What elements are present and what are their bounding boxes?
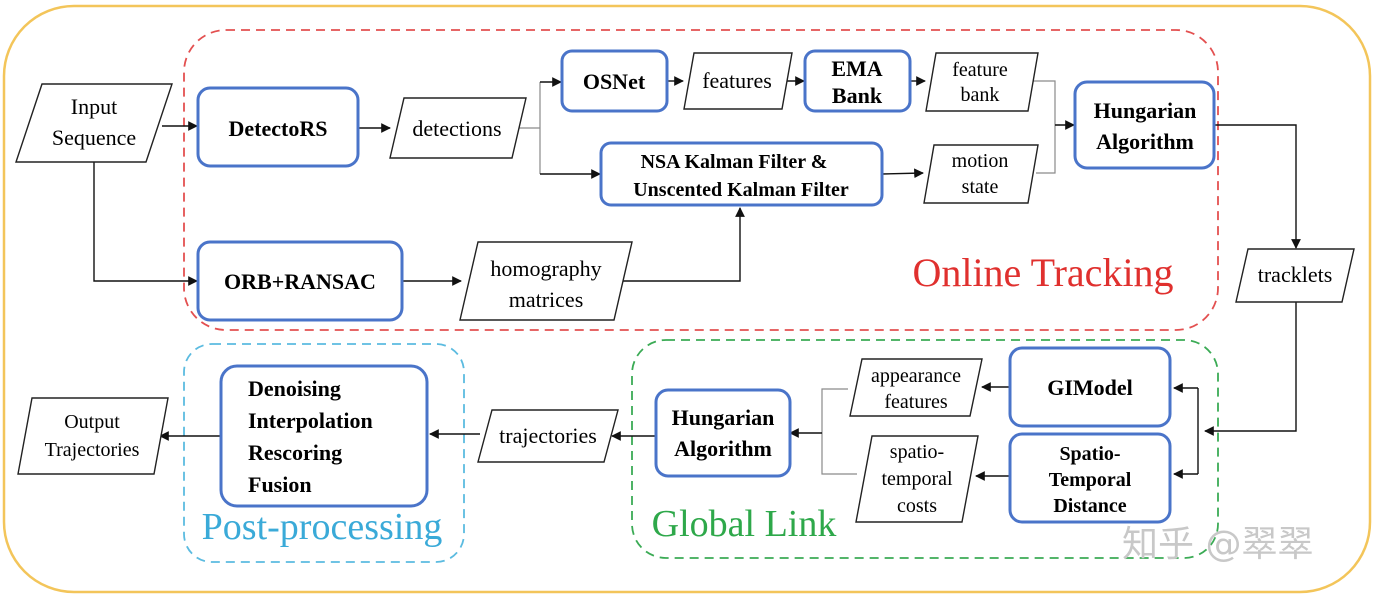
hungarian-online-node bbox=[1073, 80, 1216, 170]
global-link-title: Global Link bbox=[652, 503, 837, 545]
homography-label-1: homography bbox=[490, 256, 601, 281]
features-label: features bbox=[702, 68, 772, 93]
edge-homography-kalman bbox=[612, 207, 745, 282]
post-processing-title: Post-processing bbox=[202, 506, 443, 548]
detections-node bbox=[389, 97, 527, 159]
osnet-node bbox=[560, 49, 669, 113]
outer-frame bbox=[2, 4, 1372, 594]
hungarian-online-label-1: Hungarian bbox=[1094, 98, 1197, 123]
hungarian-online-label-2: Algorithm bbox=[1096, 129, 1194, 154]
spatio-temporal-distance-node bbox=[1008, 432, 1172, 524]
hungarian-global-label-1: Hungarian bbox=[672, 405, 775, 430]
ema-bank-node bbox=[803, 49, 912, 113]
edge-global-merge bbox=[821, 388, 857, 475]
post-processing-node bbox=[219, 364, 429, 508]
input-sequence-node bbox=[15, 83, 173, 163]
appearance-features-label-2: features bbox=[884, 391, 948, 413]
std-label-1: Spatio- bbox=[1059, 443, 1120, 465]
kalman-filter-node bbox=[599, 141, 884, 207]
postproc-label-2: Interpolation bbox=[248, 408, 373, 433]
motion-state-label-2: state bbox=[962, 176, 999, 198]
hungarian-global-node bbox=[654, 388, 792, 478]
appearance-features-node bbox=[849, 358, 983, 417]
input-sequence-label-1: Input bbox=[71, 94, 117, 119]
features-node bbox=[683, 52, 793, 110]
costs-label-2: temporal bbox=[881, 468, 953, 490]
homography-label-2: matrices bbox=[509, 287, 584, 312]
detections-label: detections bbox=[412, 116, 501, 141]
gimodel-label: GIModel bbox=[1047, 375, 1133, 400]
edge-tracklets-down bbox=[1204, 302, 1297, 436]
online-tracking-title: Online Tracking bbox=[912, 250, 1173, 295]
output-trajectories-node bbox=[17, 397, 169, 475]
post-processing-region bbox=[183, 343, 465, 563]
orb-ransac-node bbox=[196, 240, 404, 322]
feature-bank-node bbox=[925, 52, 1039, 112]
hungarian-global-label-2: Algorithm bbox=[674, 436, 772, 461]
postproc-label-3: Rescoring bbox=[248, 440, 342, 465]
osnet-label: OSNet bbox=[583, 69, 646, 94]
global-link-region bbox=[631, 339, 1219, 559]
watermark: 知乎 @翠翠 bbox=[1122, 524, 1313, 565]
input-sequence-label-2: Sequence bbox=[52, 125, 136, 150]
costs-label-3: costs bbox=[897, 495, 937, 517]
feature-bank-label-2: bank bbox=[961, 84, 1000, 106]
trajectories-node bbox=[477, 409, 619, 463]
std-label-2: Temporal bbox=[1049, 469, 1132, 491]
orb-ransac-label: ORB+RANSAC bbox=[224, 269, 376, 294]
kalman-filter-label-1: NSA Kalman Filter & bbox=[641, 151, 828, 173]
trajectories-label: trajectories bbox=[499, 423, 597, 448]
std-label-3: Distance bbox=[1053, 495, 1126, 517]
homography-node bbox=[459, 241, 633, 321]
costs-label-1: spatio- bbox=[890, 441, 944, 463]
motion-state-label-1: motion bbox=[952, 150, 1009, 172]
ema-bank-label-2: Bank bbox=[832, 83, 883, 108]
edge-hungarian-tracklets bbox=[1214, 124, 1301, 249]
online-tracking-region bbox=[183, 29, 1219, 331]
tracklets-label: tracklets bbox=[1258, 262, 1333, 287]
edge-input-orb bbox=[93, 160, 198, 286]
appearance-features-label-1: appearance bbox=[871, 365, 961, 387]
ema-bank-label-1: EMA bbox=[831, 56, 882, 81]
output-label-1: Output bbox=[64, 411, 120, 433]
edge-to-gimodel bbox=[1174, 388, 1199, 474]
tracklets-node bbox=[1235, 248, 1355, 303]
detectors-label: DetectoRS bbox=[229, 116, 328, 141]
kalman-filter-label-2: Unscented Kalman Filter bbox=[633, 179, 849, 201]
output-label-2: Trajectories bbox=[45, 439, 140, 461]
gimodel-node bbox=[1008, 346, 1172, 428]
postproc-label-4: Fusion bbox=[248, 472, 312, 497]
postproc-label-1: Denoising bbox=[248, 376, 341, 401]
edge-kalman-motion bbox=[881, 168, 924, 179]
feature-bank-label-1: feature bbox=[952, 59, 1008, 81]
motion-state-node bbox=[923, 144, 1039, 204]
detectors-node bbox=[196, 86, 360, 168]
spatio-temporal-costs-node bbox=[855, 435, 979, 523]
